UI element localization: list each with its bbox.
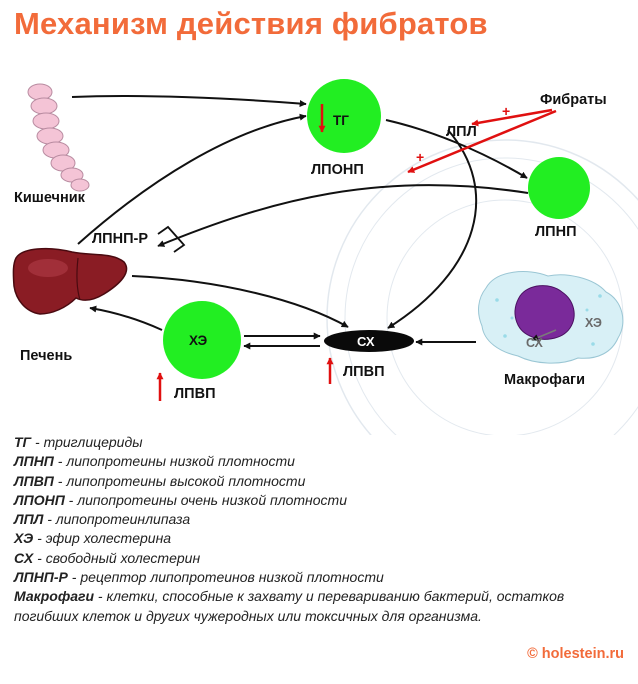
hdl-left-label: ЛПВП xyxy=(174,386,216,402)
legend-row: ТГ - триглицериды xyxy=(14,434,143,450)
legend-row: ЛПНП-Р - рецептор липопротеинов низкой п… xyxy=(14,569,384,586)
macrophage-sx-label: СХ xyxy=(526,336,544,350)
macrophage-he-label: ХЭ xyxy=(585,316,602,330)
plus-sign-lower: + xyxy=(416,149,424,165)
legend-row: ХЭ - эфир холестерина xyxy=(14,530,172,547)
ldlr-label: ЛПНП-Р xyxy=(92,231,148,247)
he-node xyxy=(163,301,241,379)
fibrates-mechanism-diagram: Кишечник Печень Макрофаги ТГ ЛПОНП ЛПНП … xyxy=(12,79,638,435)
legend-row: ЛПЛ - липопротеинлипаза xyxy=(14,511,191,528)
legend: ТГ - триглицериды ЛПНП - липопротеины ни… xyxy=(14,433,629,626)
hdl-center-label: ЛПВП xyxy=(343,364,385,380)
lpl-label: ЛПЛ xyxy=(446,124,477,140)
ldl-node xyxy=(528,157,590,219)
copyright: © holestein.ru xyxy=(527,646,624,662)
page-title: Механизм действия фибратов xyxy=(14,6,488,41)
liver-label: Печень xyxy=(20,348,72,364)
pathway-arrows xyxy=(71,94,557,350)
he-label: ХЭ xyxy=(189,333,208,348)
sx-node xyxy=(324,330,414,352)
ldl-label: ЛПНП xyxy=(535,224,577,240)
tg-label: ТГ xyxy=(333,113,349,128)
vldl-node xyxy=(307,79,381,153)
legend-row: Макрофаги - клетки, способные к захвату … xyxy=(14,588,565,624)
sx-label: СХ xyxy=(357,334,375,349)
legend-row: СХ - свободный холестерин xyxy=(14,549,201,566)
intestine-icon xyxy=(27,83,90,192)
legend-row: ЛПНП - липопротеины низкой плотности xyxy=(14,453,295,470)
macrophages-label: Макрофаги xyxy=(504,372,585,388)
plus-sign-upper: + xyxy=(502,103,510,119)
macrophage-icon xyxy=(478,271,624,364)
legend-row: ЛПВП - липопротеины высокой плотности xyxy=(14,472,306,489)
fibrates-label: Фибраты xyxy=(540,92,607,108)
ldl-receptor-icon xyxy=(157,225,186,253)
vldl-label: ЛПОНП xyxy=(311,162,364,178)
fibrates-arrows xyxy=(156,104,557,401)
legend-row: ЛПОНП - липопротеины очень низкой плотно… xyxy=(14,491,347,508)
intestine-label: Кишечник xyxy=(14,190,86,206)
liver-icon xyxy=(12,247,128,315)
